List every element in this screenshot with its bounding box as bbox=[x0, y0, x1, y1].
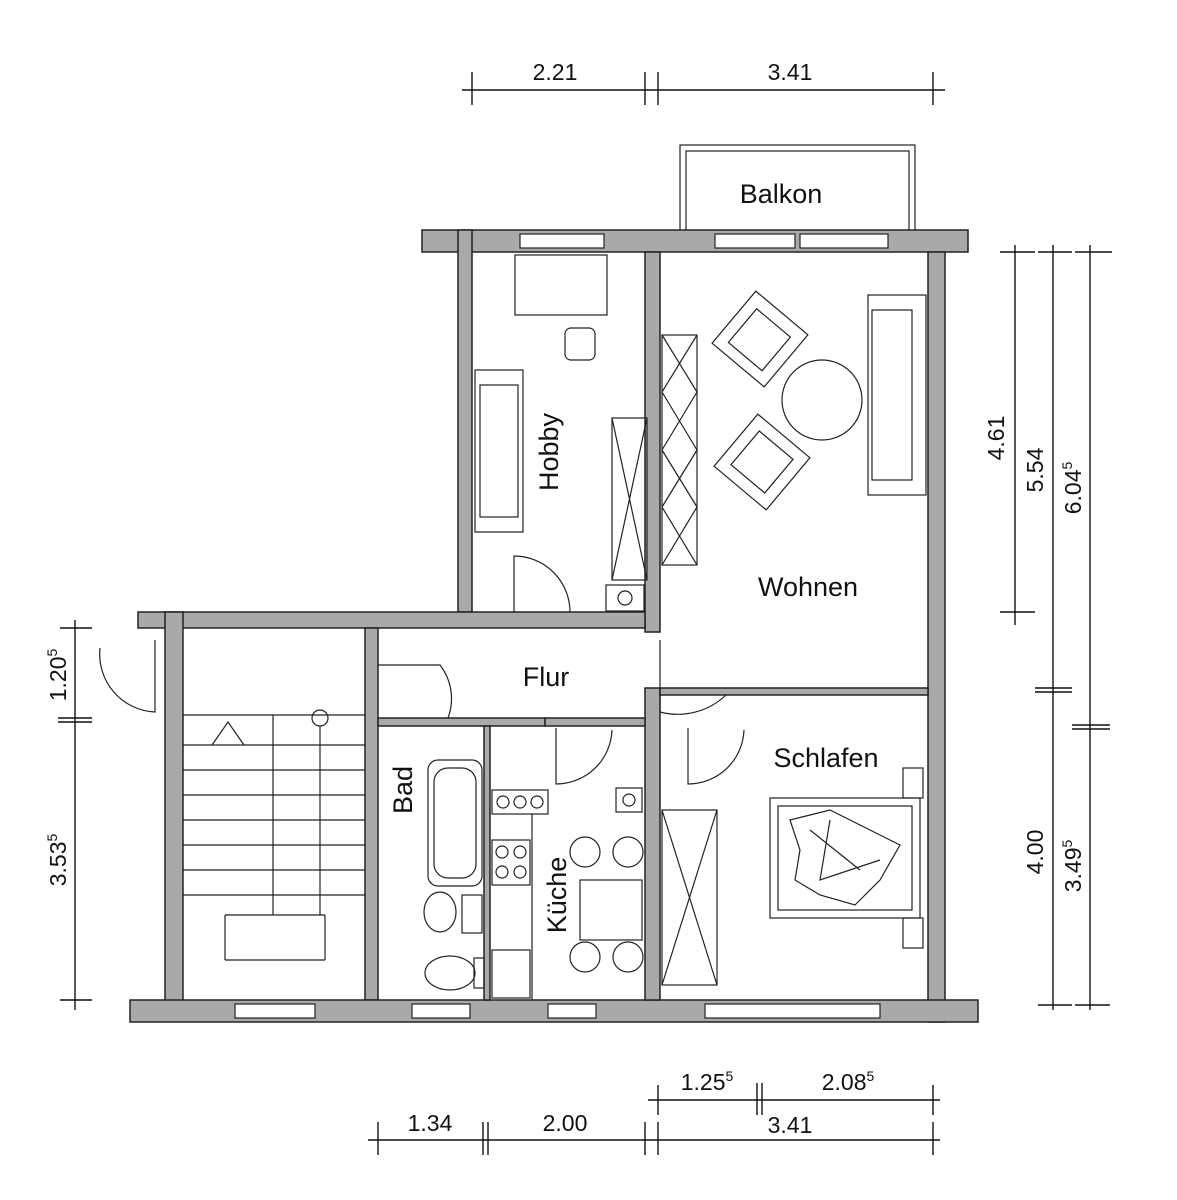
dim-label: 3.495 bbox=[1059, 840, 1086, 893]
dim-label: 2.21 bbox=[533, 59, 578, 85]
balcony: Balkon bbox=[679, 144, 916, 236]
dim-label: 1.255 bbox=[681, 1068, 734, 1095]
dim-label: 1.205 bbox=[44, 649, 71, 702]
dim-label: 4.61 bbox=[983, 416, 1009, 461]
bottom-dimensions: 1.255 2.085 1.34 2.00 3.41 bbox=[368, 1068, 940, 1155]
room-label-bad: Bad bbox=[388, 766, 418, 814]
dim-label: 5.54 bbox=[1022, 447, 1048, 492]
dim-label: 6.045 bbox=[1059, 462, 1086, 515]
furniture bbox=[423, 254, 927, 1000]
doors bbox=[99, 555, 745, 785]
dim-label: 2.085 bbox=[822, 1068, 875, 1095]
dim-label: 3.41 bbox=[768, 59, 813, 85]
dim-label: 3.535 bbox=[44, 834, 71, 887]
stairs bbox=[183, 709, 365, 961]
room-label-hobby: Hobby bbox=[534, 412, 564, 491]
dim-label: 3.41 bbox=[768, 1112, 813, 1138]
left-dimensions: 1.205 3.535 bbox=[44, 620, 92, 1010]
room-label-kueche: Küche bbox=[542, 857, 572, 934]
room-label-schlafen: Schlafen bbox=[773, 743, 878, 773]
top-dimensions: 2.21 3.41 bbox=[462, 59, 945, 105]
room-label-flur: Flur bbox=[523, 662, 570, 692]
right-dimensions: 4.61 5.54 6.045 4.00 3.495 bbox=[983, 245, 1112, 1010]
room-label-balkon: Balkon bbox=[740, 179, 823, 209]
room-label-wohnen: Wohnen bbox=[758, 572, 858, 602]
dim-label: 4.00 bbox=[1022, 830, 1048, 875]
dim-label: 1.34 bbox=[408, 1110, 453, 1136]
walls bbox=[129, 229, 979, 1023]
dim-label: 2.00 bbox=[543, 1110, 588, 1136]
